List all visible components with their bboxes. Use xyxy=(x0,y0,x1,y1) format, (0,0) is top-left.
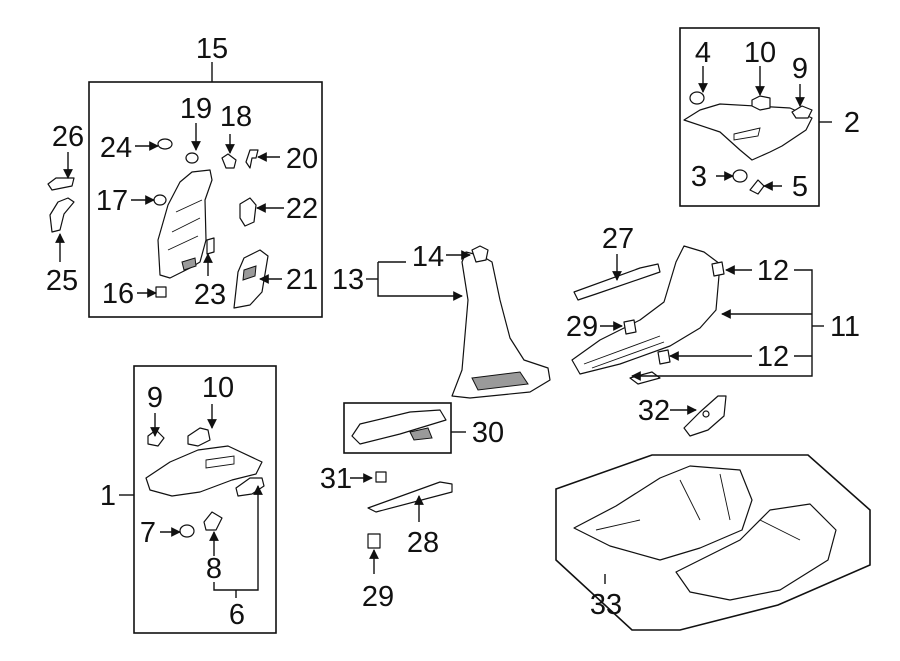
callout-33: 33 xyxy=(590,589,622,621)
callout-26: 26 xyxy=(52,121,84,153)
callout-30: 30 xyxy=(472,417,504,449)
callout-10-bottom: 10 xyxy=(202,372,234,404)
bracket-part-32 xyxy=(683,395,727,437)
callout-11: 11 xyxy=(830,311,860,343)
callout-9-top: 9 xyxy=(792,53,808,85)
garnish-plate-part xyxy=(233,249,269,309)
callout-13: 13 xyxy=(332,264,364,296)
group-box-33 xyxy=(555,454,871,631)
clip-part-3 xyxy=(732,169,748,183)
callout-22: 22 xyxy=(286,193,318,225)
group-box-30 xyxy=(343,402,452,454)
callout-2: 2 xyxy=(844,107,860,139)
clip-part-9b xyxy=(147,429,165,447)
clip-part-12b xyxy=(657,349,671,365)
assist-grip-part xyxy=(47,177,75,233)
callout-24: 24 xyxy=(100,132,132,164)
group-box-2 xyxy=(679,27,820,207)
trim-panel-part-2 xyxy=(683,103,813,161)
group-box-15 xyxy=(88,81,323,318)
callout-21: 21 xyxy=(286,264,318,296)
carpet-part-33 xyxy=(573,465,837,601)
callout-31: 31 xyxy=(320,463,352,495)
kick-panel-part xyxy=(571,245,721,375)
clip-part-14 xyxy=(471,245,489,263)
clip-part-8 xyxy=(203,511,223,531)
rail-part-27 xyxy=(573,263,661,301)
callout-19: 19 xyxy=(180,93,212,125)
callout-18: 18 xyxy=(220,101,252,133)
callout-17: 17 xyxy=(96,185,128,217)
scuff-plate-part-30 xyxy=(351,409,447,445)
callout-8: 8 xyxy=(206,553,222,585)
clip-part-12a xyxy=(711,261,725,277)
clip-part-29a xyxy=(623,319,637,335)
clip-part-4 xyxy=(689,91,705,105)
group-box-1 xyxy=(133,365,277,634)
callout-10-top: 10 xyxy=(744,37,776,69)
callout-12-bottom: 12 xyxy=(757,341,789,373)
bracket-clip-part-22 xyxy=(239,197,257,227)
clip-part-31 xyxy=(375,471,387,483)
trim-panel-part-1 xyxy=(145,445,263,497)
clip-part-7 xyxy=(179,524,195,538)
center-pillar-trim-part xyxy=(451,251,551,399)
clip-part-18 xyxy=(221,153,237,169)
callout-29-bottom: 29 xyxy=(362,581,394,613)
callout-14: 14 xyxy=(412,241,444,273)
clip-part-5 xyxy=(749,179,765,195)
callout-20: 20 xyxy=(286,143,318,175)
push-pin-parts xyxy=(153,138,215,298)
pillar-trim-panel-part xyxy=(157,169,213,279)
callout-23: 23 xyxy=(194,279,226,311)
clip-part-9 xyxy=(791,105,813,119)
bolt-part-10b xyxy=(187,427,211,447)
callout-labels: 15 19 18 24 20 17 22 23 21 16 26 25 4 10… xyxy=(46,33,860,631)
callout-6: 6 xyxy=(229,599,245,631)
callout-25: 25 xyxy=(46,265,78,297)
callout-1: 1 xyxy=(100,480,116,512)
callout-5: 5 xyxy=(792,171,808,203)
callout-7: 7 xyxy=(140,517,156,549)
clip-part-29b xyxy=(367,533,381,549)
callout-16: 16 xyxy=(102,278,134,310)
bolt-part-10 xyxy=(751,95,771,111)
retainer-part-20 xyxy=(245,149,259,169)
leader-lines xyxy=(55,62,832,598)
callout-29-top: 29 xyxy=(566,311,598,343)
rail-part-28 xyxy=(367,481,453,513)
callout-4: 4 xyxy=(695,37,711,69)
grip-part-6 xyxy=(235,477,265,497)
callout-28: 28 xyxy=(407,527,439,559)
callout-12-top: 12 xyxy=(757,255,789,287)
pad-part xyxy=(629,371,661,385)
callout-27: 27 xyxy=(602,223,634,255)
callout-3: 3 xyxy=(691,161,707,193)
callout-9-bottom: 9 xyxy=(147,382,163,414)
callout-15: 15 xyxy=(196,33,228,65)
callout-32: 32 xyxy=(638,395,670,427)
